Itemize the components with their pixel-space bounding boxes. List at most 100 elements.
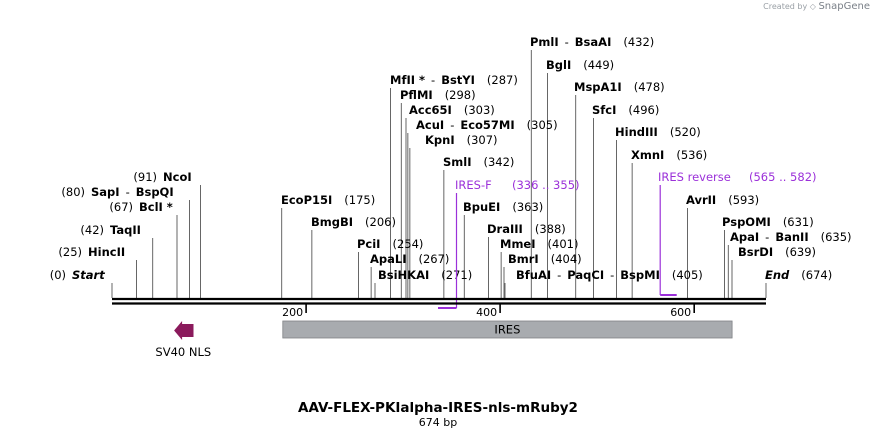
site-label-taqii: TaqII [110,223,141,237]
site-position: (303) [464,103,495,117]
enzyme-name: BglI [546,58,571,72]
enzyme-name: DraIII [487,222,523,236]
site-label-bmri: BmrI(404) [508,252,582,266]
site-label-hindiii: HindIII (520) [615,125,701,139]
primer-label-ires-f: IRES-F [455,178,492,192]
site-label-apai-banii: ApaI-BanII (635) [730,230,852,244]
site-position-ncoi: (91) [133,170,157,184]
site-position: (496) [628,103,659,117]
enzyme-name: BmgBI [311,215,353,229]
site-label-sapi-bspqi: SapI-BspQI [91,185,174,199]
site-label-pspomi: PspOMI (631) [722,215,814,229]
site-label-mmei: MmeI(401) [500,237,578,251]
enzyme-name: PspOMI [722,215,771,229]
site-label-end: End(674) [765,268,832,282]
snapgene-logo-icon: ◇ [809,2,816,11]
site-position: (401) [548,237,579,251]
site-label-bpuei: BpuEI(363) [463,200,543,214]
site-separator: - [610,268,614,282]
enzyme-name: SapI [91,185,120,199]
site-position-start: (0) [50,268,66,282]
site-position: (363) [512,200,543,214]
enzyme-name: BsiHKAI [378,268,429,282]
dna-backbone [112,297,766,305]
site-position: (206) [365,215,396,229]
enzyme-name: BmrI [508,252,539,266]
site-position-hincii: (25) [58,245,82,259]
site-label-bsihkai: BsiHKAI(271) [378,268,472,282]
site-label-draiii: DraIII (388) [487,222,566,236]
enzyme-name: MfII * [390,73,425,87]
site-position: (307) [467,133,498,147]
enzyme-name: HindIII [615,125,658,139]
primer-range-ires-f: (336 .. 355) [512,178,580,192]
site-position: (520) [670,125,701,139]
site-labels-group: Start (0) HincII (25) TaqII (42) BclI * (67)Sap… [50,35,852,282]
primer-range-ires-reverse: (565 .. 582) [749,170,817,184]
site-position: (388) [535,222,566,236]
site-label-bsrdi: BsrDI (639) [738,245,816,259]
site-label-ecop15i: EcoP15I(175) [281,193,375,207]
site-separator: - [557,268,561,282]
site-position: (639) [785,245,816,259]
site-label-xmni: XmnI (536) [631,148,707,162]
enzyme-name: KpnI [425,133,455,147]
site-position: (635) [821,230,852,244]
site-position: (287) [487,73,518,87]
primers-group: IRES-F(336 .. 355)IRES reverse(565 .. 58… [438,170,817,309]
site-position: (298) [445,88,476,102]
site-separator: - [431,73,435,87]
site-label-kpni: KpnI (307) [425,133,498,147]
site-position: (305) [527,118,558,132]
enzyme-name: Eco57MI [460,118,514,132]
enzyme-name: NcoI [163,170,192,184]
features-group: IRES SV40 NLS [155,320,733,359]
enzyme-name: ApaLI [370,252,407,266]
enzyme-name: MspA1I [574,80,622,94]
enzyme-name: TaqII [110,223,141,237]
site-position: (405) [672,268,703,282]
site-label-pflmi: PflMI (298) [400,88,476,102]
enzyme-name: ApaI [730,230,759,244]
enzyme-name: BsrDI [738,245,773,259]
map-title: AAV-FLEX-PKIalpha-IRES-nls-mRuby2 [298,400,578,416]
enzyme-name: PaqCI [567,268,604,282]
site-position: (432) [623,35,654,49]
site-label-sfci: SfcI (496) [592,103,659,117]
site-separator: - [126,185,130,199]
enzyme-name: SfcI [592,103,616,117]
enzyme-name: BanII [775,230,808,244]
enzyme-name: Start [72,268,105,282]
site-label-bcli: BclI * [139,200,173,214]
site-position: (449) [583,58,614,72]
site-position-taqii: (42) [80,223,104,237]
site-label-ncoi: NcoI [163,170,192,184]
site-position-sapi-bspqi: (80) [61,185,85,199]
feature-label-ires: IRES [494,323,520,337]
enzyme-name: AvrII [686,193,716,207]
enzyme-name: HincII [88,245,125,259]
map-length-label: 674 bp [419,416,457,429]
site-separator: - [565,35,569,49]
site-position: (478) [634,80,665,94]
site-position: (175) [344,193,375,207]
enzyme-name: AcuI [416,118,444,132]
site-separator: - [765,230,769,244]
ruler-tick-label-200: 200 [282,306,303,319]
site-position: (536) [676,148,707,162]
enzyme-name: BstYI [441,73,475,87]
enzyme-name: XmnI [631,148,664,162]
feature-label-sv40-nls: SV40 NLS [155,345,211,359]
site-position-bcli: (67) [109,200,133,214]
site-position: (631) [783,215,814,229]
site-position: (593) [728,193,759,207]
site-label-start: Start [72,268,105,282]
site-label-hincii: HincII [88,245,125,259]
site-label-mspa1i: MspA1I (478) [574,80,665,94]
site-label-bgli: BglI (449) [546,58,614,72]
site-label-acui-eco57mi: AcuI-Eco57MI(305) [416,118,558,132]
enzyme-name: BclI * [139,200,173,214]
enzyme-name: PflMI [400,88,433,102]
site-label-pcii: PciI(254) [357,237,423,251]
